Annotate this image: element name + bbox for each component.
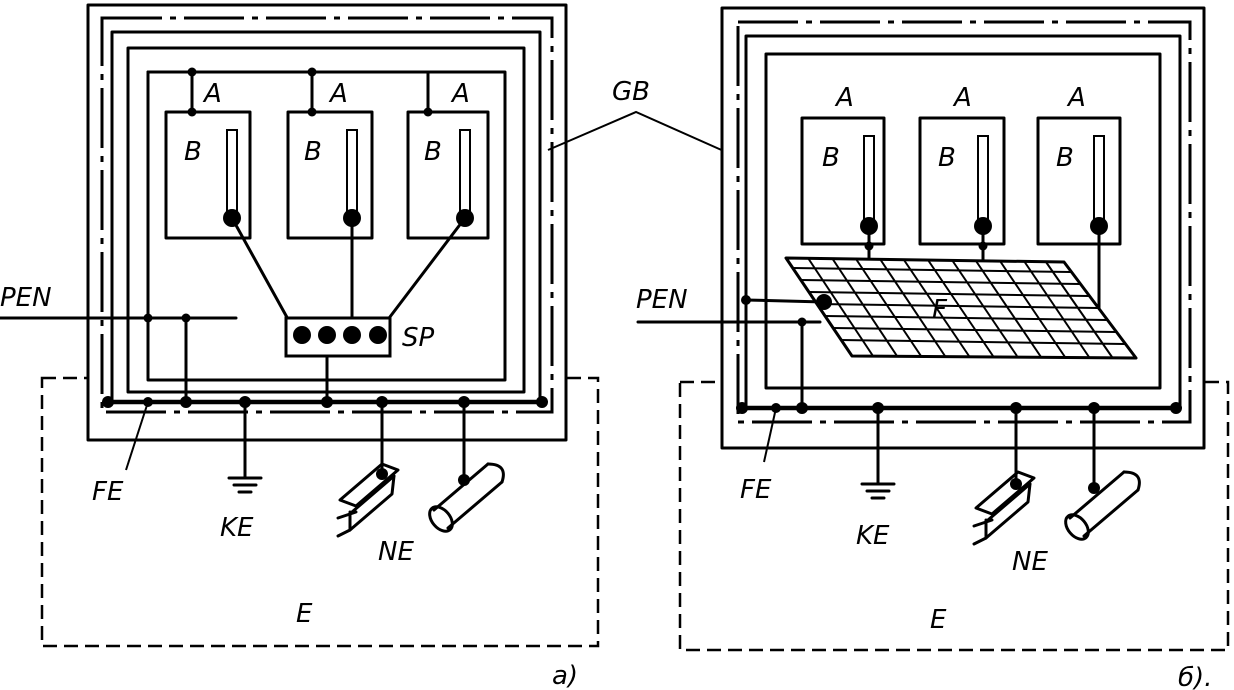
panel-b: A A A B B B F PEN FE KE NE E б). [636,6,1230,690]
label-ke-a: KE [220,513,254,543]
label-a-1: A [202,79,222,109]
label-a-4: A [834,83,854,113]
i-beam-icon [972,406,1036,546]
gb-callout: GB [547,77,745,161]
i-beam-icon [336,400,400,538]
bonding-mesh-f [784,256,1138,360]
label-pen-a: PEN [0,283,52,313]
label-a-6: A [1066,83,1086,113]
label-f: F [932,295,948,325]
label-b-6: B [1056,143,1074,173]
inner-conductor-b [764,52,1162,390]
equipment-box-2-a [286,110,374,240]
panel-a: A A A B B B SP PEN FE KE NE E a) [0,3,600,690]
ground-icon [860,406,896,500]
bonding-ring-a [100,16,554,414]
pipe-icon [1064,406,1141,541]
equipment-box-1-b [800,116,886,246]
ground-icon [227,400,263,494]
label-b-4: B [822,143,840,173]
label-a-2: A [328,79,348,109]
label-e-a: E [296,599,313,629]
equipment-box-2-b [918,116,1006,246]
label-ne-b: NE [1012,547,1048,577]
label-b-1: B [184,137,202,167]
building-wall-a [86,3,568,442]
caption-a: a) [552,661,578,690]
equipment-box-1-a [164,110,252,240]
label-gb: GB [612,77,650,107]
label-pen-b: PEN [636,285,688,315]
label-b-3: B [424,137,442,167]
label-e-b: E [930,605,947,635]
label-ke-b: KE [856,521,890,551]
caption-b: б). [1178,663,1212,690]
label-fe-a: FE [92,477,124,507]
building-wall-b [720,6,1206,450]
label-a-3: A [450,79,470,109]
bonding-ring-b [736,20,1192,424]
label-b-2: B [304,137,322,167]
pipe-icon [428,400,505,533]
label-ne-a: NE [378,537,414,567]
label-fe-b: FE [740,475,772,505]
label-b-5: B [938,143,956,173]
label-a-5: A [952,83,972,113]
equipment-box-3-b [1036,116,1122,246]
label-sp: SP [402,323,435,353]
bonding-busbar-sp [284,316,392,358]
